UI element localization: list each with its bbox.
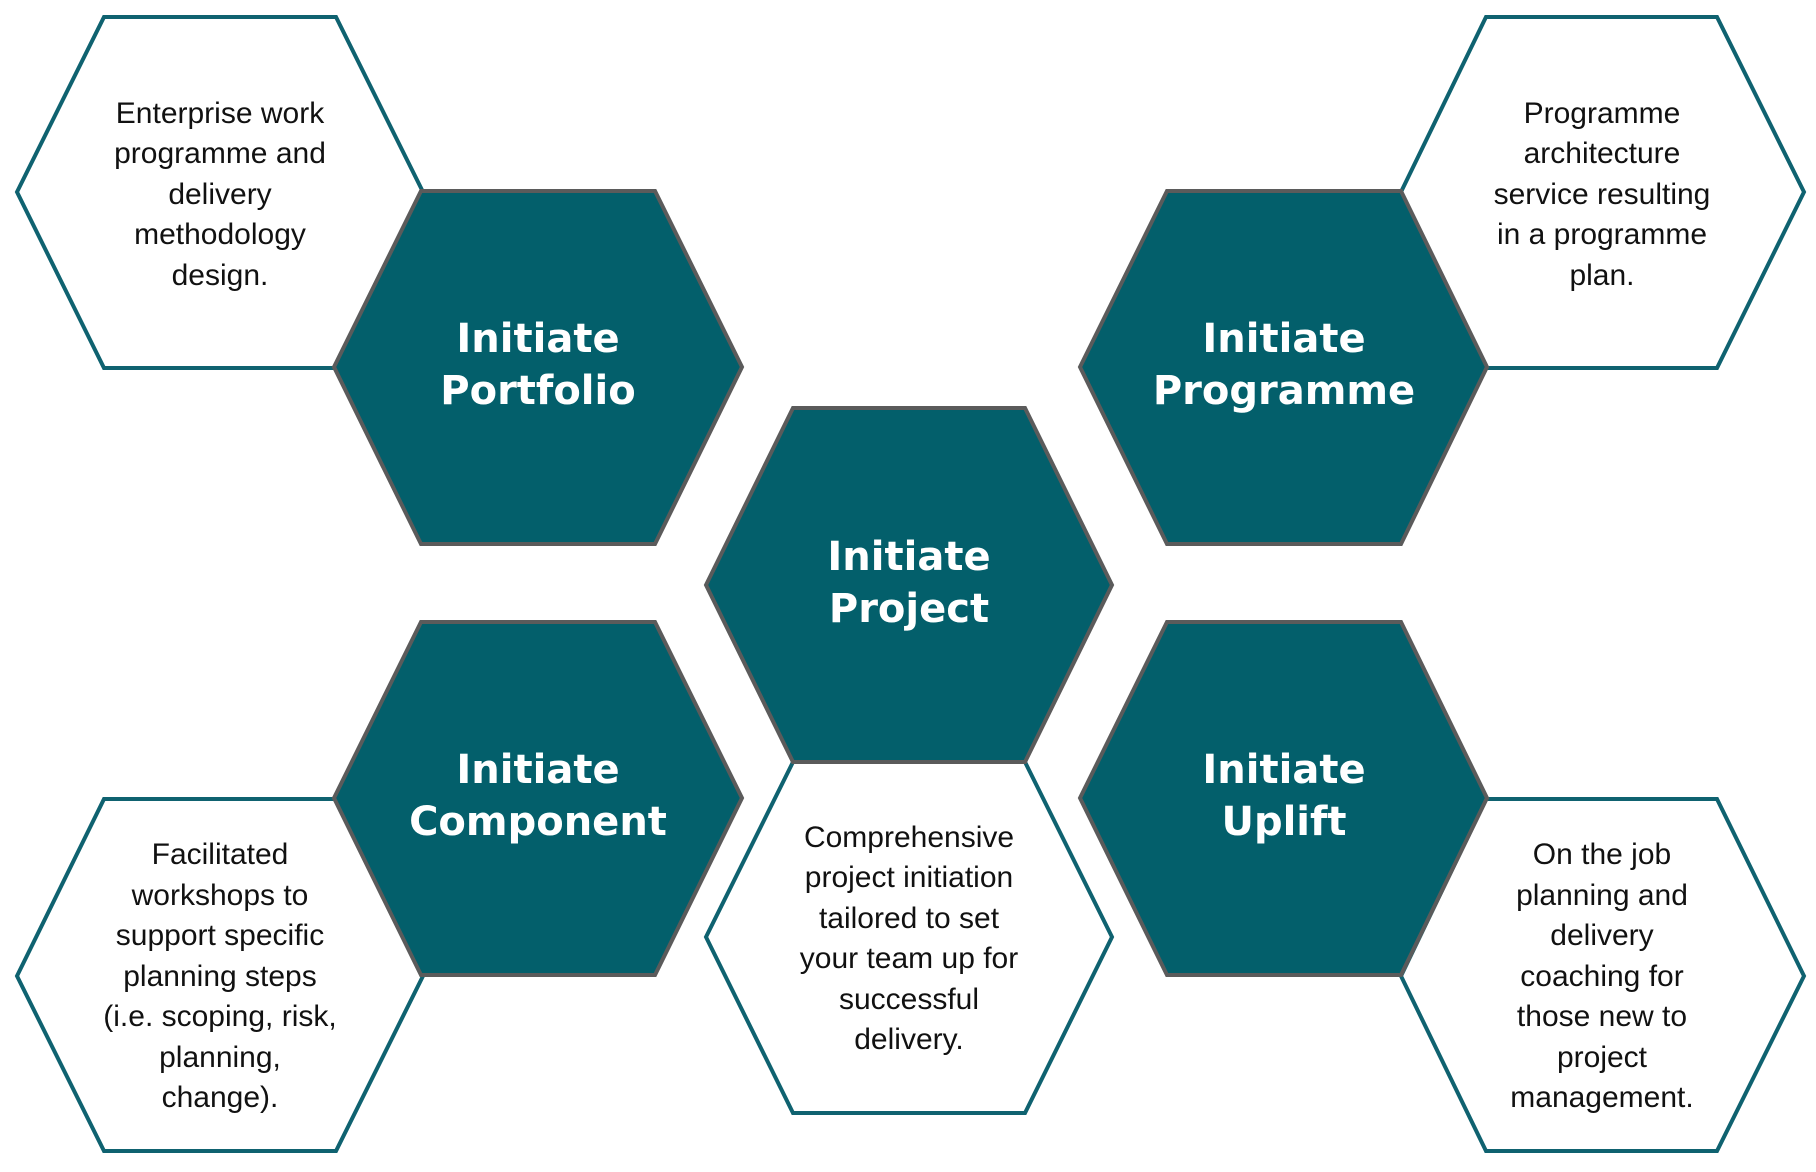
component-title: Initiate Component [409, 747, 667, 845]
uplift-title-hex [1077, 620, 1490, 977]
project-description: Comprehensive project initiation tailore… [799, 820, 1019, 1057]
component-description: Facilitated workshops to support specifi… [103, 838, 337, 1115]
programme-description: Programme architecture service resulting… [1493, 96, 1711, 292]
programme-title-hex [1077, 189, 1490, 546]
uplift-title: Initiate Uplift [1202, 747, 1366, 845]
component-title-hex [331, 620, 745, 977]
project-title-hex [703, 406, 1115, 764]
portfolio-title-hex [331, 189, 745, 546]
portfolio-title: Initiate Portfolio [440, 316, 636, 414]
portfolio-description: Enterprise work programme and delivery m… [114, 96, 326, 292]
programme-title: Initiate Programme [1152, 316, 1416, 414]
uplift-description: On the job planning and delivery coachin… [1510, 838, 1694, 1115]
project-title: Initiate Project [827, 534, 991, 632]
